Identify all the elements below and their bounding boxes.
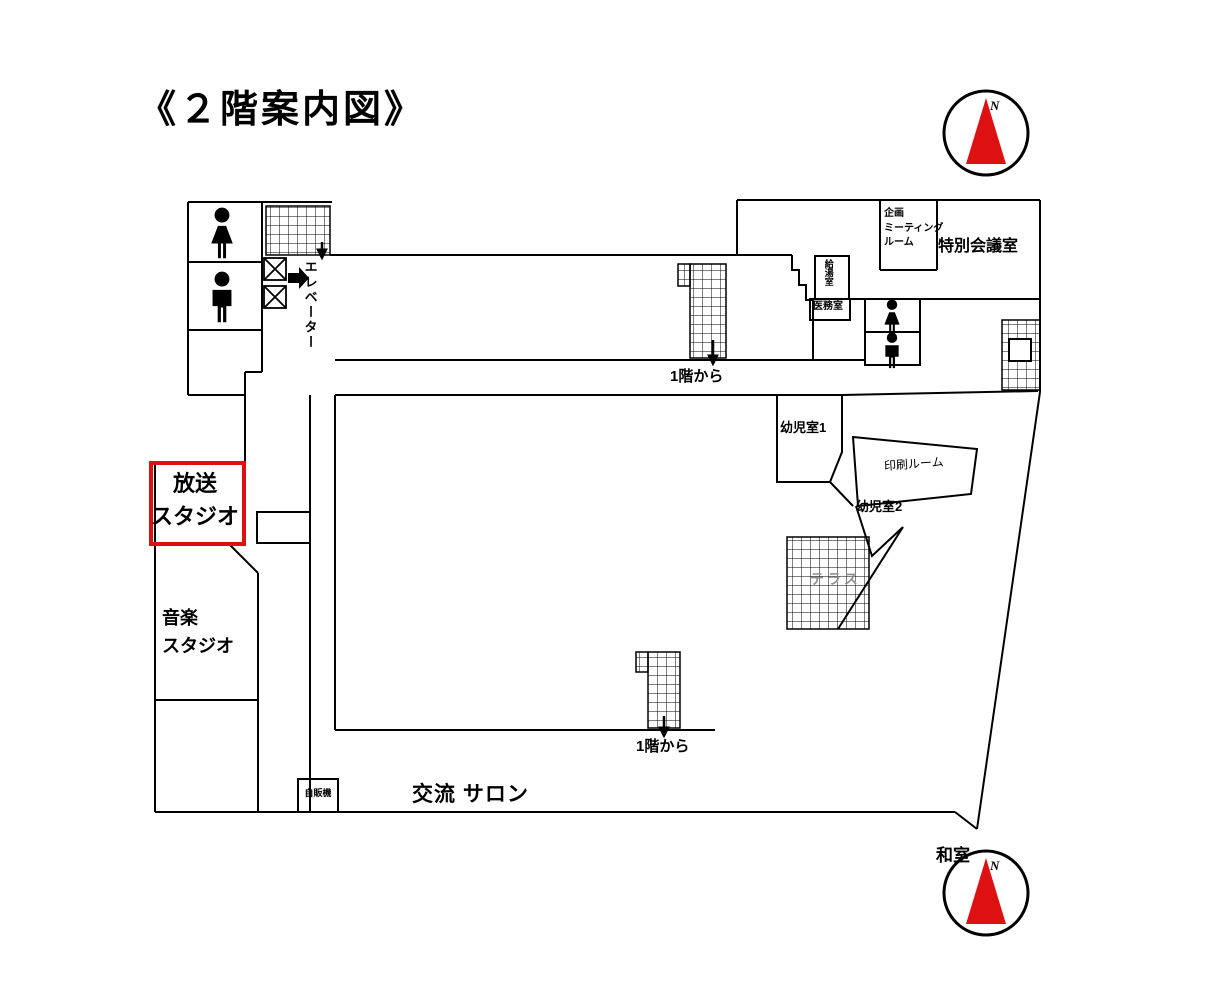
broadcast-studio-line1: 放送: [172, 471, 217, 496]
stairs-lower-middle: [635, 651, 681, 729]
terrace-deck: [786, 536, 870, 630]
terrace-label: テラス: [810, 571, 861, 587]
woman-restroom-right-icon: [884, 299, 900, 336]
toddler-room-2-label: 幼児室2: [856, 499, 903, 514]
compass-top-north-label: N: [990, 98, 1000, 113]
music-studio-label: 音楽 スタジオ: [162, 605, 234, 661]
planning-meeting-room-label: 企画 ミーティング ルーム: [884, 208, 944, 248]
toddler-room-1-label: 幼児室1: [780, 420, 827, 435]
from-first-floor-bottom-label: 1階から: [636, 738, 690, 755]
stairs-upper-middle: [677, 263, 727, 359]
broadcast-studio-line2: スタジオ: [150, 504, 239, 529]
japanese-room-label: 和室: [936, 846, 970, 865]
broadcast-studio-label: 放送 スタジオ: [140, 467, 250, 533]
stairs-right: [1001, 319, 1041, 391]
compass-bottom-north-label: N: [990, 858, 1000, 873]
man-restroom-right-icon: [885, 332, 899, 369]
compass-top-icon: [942, 89, 1030, 177]
elevator-shaft-icon: [263, 257, 287, 309]
from-first-floor-top-label: 1階から: [670, 368, 724, 385]
special-conference-room-label: 特別会議室: [938, 238, 1019, 255]
salon-label: 交流 サロン: [412, 783, 529, 806]
music-studio-line2: スタジオ: [162, 635, 234, 656]
page-title: 《２階案内図》: [138, 89, 426, 131]
kitchenette-label: 給湯室: [823, 259, 834, 286]
right-arrow-elevator-icon: [288, 267, 309, 289]
vending-machine-label: 自販機: [304, 788, 332, 798]
elevator-label: エレベーター: [302, 260, 318, 350]
compass-bottom-icon: [942, 849, 1030, 937]
walls: [154, 199, 1041, 830]
medical-office-label: 医務室: [813, 301, 843, 312]
music-studio-line1: 音楽: [162, 608, 198, 628]
man-restroom-left-icon: [212, 271, 232, 323]
woman-restroom-left-icon: [211, 207, 233, 259]
stairs-top-left: [265, 205, 331, 256]
broadcast-studio-highlight: [149, 461, 246, 546]
